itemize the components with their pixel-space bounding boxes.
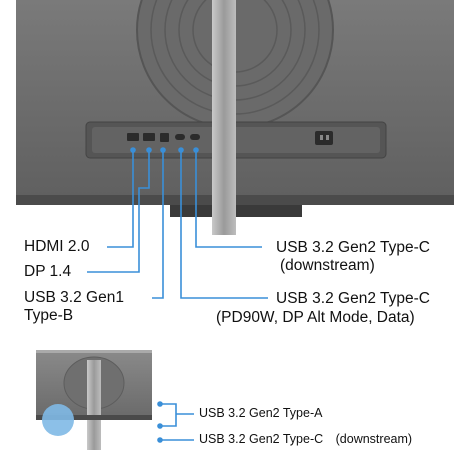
label-usbc-downstream: USB 3.2 Gen2 Type-C (downstream)	[276, 239, 430, 275]
label-usb-gen1: USB 3.2 Gen1 Type-B	[24, 289, 124, 325]
label-usbc-downstream-line1: USB 3.2 Gen2 Type-C	[276, 239, 430, 256]
usbc-pd-port	[175, 134, 185, 140]
callout-lines-bottom	[157, 401, 194, 443]
label-usbc-pd: USB 3.2 Gen2 Type-C	[276, 290, 430, 308]
label-side-usbc: USB 3.2 Gen2 Type-C (downstream)	[199, 432, 413, 446]
label-side-usba: USB 3.2 Gen2 Type-A	[199, 406, 323, 420]
power-port	[315, 131, 333, 145]
dp-port	[143, 133, 155, 141]
label-usb-gen1-line1: USB 3.2 Gen1	[24, 289, 124, 306]
small-monitor	[36, 350, 152, 450]
monitor-stand	[170, 0, 302, 235]
label-hdmi: HDMI 2.0	[24, 238, 90, 255]
label-usb-gen1-line2: Type-B	[24, 306, 74, 324]
usb-b-port	[160, 133, 169, 142]
usbc-down-port	[190, 134, 200, 140]
label-dp: DP 1.4	[24, 263, 72, 280]
label-usbc-pd-features: (PD90W, DP Alt Mode, Data)	[216, 309, 415, 326]
side-port-highlight	[42, 404, 74, 436]
label-usbc-downstream-line2: (downstream)	[280, 256, 375, 274]
callout-lines-top	[87, 147, 268, 299]
hdmi-port	[127, 133, 139, 141]
label-usbc-pd-line1: USB 3.2 Gen2 Type-C	[276, 290, 430, 307]
